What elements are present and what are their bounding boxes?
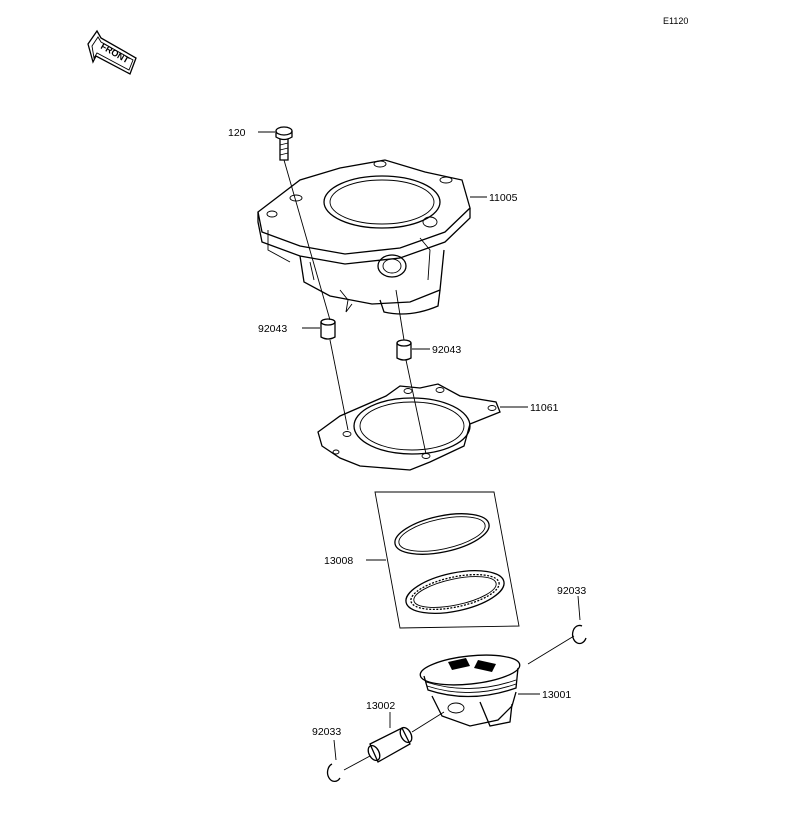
front-arrow-icon: FRONT [87,29,137,75]
callout-dowel-left: 92043 [258,323,287,335]
callout-clip-left: 92033 [312,726,341,738]
reference-code: E1120 [663,16,688,26]
axis-clip-left [343,755,371,771]
callout-dowel-right: 92043 [432,344,461,356]
callout-ring-set: 13008 [324,555,353,567]
axis-pin-left [411,711,445,733]
callout-gasket: 11061 [530,402,559,414]
ring-set-frame [374,491,520,629]
piston-pin [367,726,413,763]
axis-right-upper [395,289,405,341]
leader-clip-right [577,595,581,621]
gasket [317,383,501,471]
cylinder [257,159,471,315]
clip-right [571,624,587,645]
bolt [275,126,293,161]
callout-bolt: 120 [228,127,246,139]
leader-clip-left [333,739,337,761]
dowel-left [320,318,336,340]
axis-left-lower [329,339,349,431]
callout-piston: 13001 [542,689,571,701]
front-label: FRONT [99,41,131,65]
dowel-right [396,339,412,361]
callout-cylinder: 11005 [489,192,518,204]
clip-left [326,763,341,782]
callout-clip-right: 92033 [557,585,586,597]
callout-pin: 13002 [366,700,395,712]
axis-pin-right [527,635,575,665]
ring-set [374,491,520,629]
piston [419,654,521,727]
axis-left-upper [283,159,331,321]
axis-right-lower [405,359,427,455]
